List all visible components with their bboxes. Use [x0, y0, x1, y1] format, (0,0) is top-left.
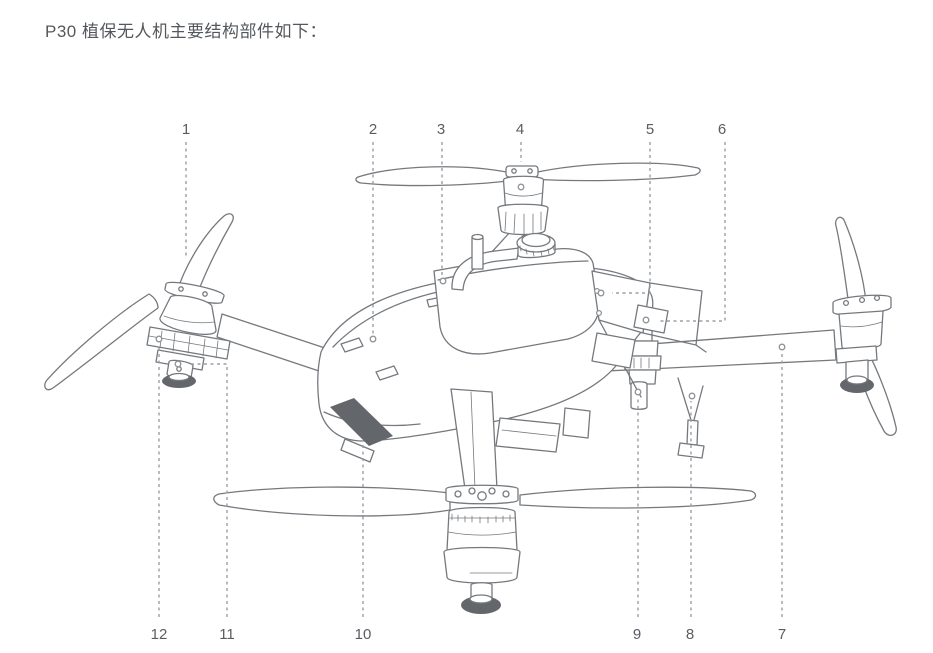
callout-number-8: 8 [686, 626, 694, 643]
leader-dot-8 [688, 392, 696, 400]
callout-number-11: 11 [219, 626, 235, 643]
callout-number-2: 2 [369, 121, 377, 138]
pump-modules [495, 407, 591, 453]
leader-line-11 [190, 363, 228, 617]
callout-number-7: 7 [778, 626, 786, 643]
callout-number-1: 1 [182, 121, 190, 138]
callout-number-9: 9 [633, 626, 641, 643]
front-arm-rotor [213, 388, 757, 614]
radar-module [330, 398, 393, 463]
antenna [471, 235, 484, 270]
callout-number-5: 5 [646, 121, 654, 138]
callout-number-3: 3 [437, 121, 445, 138]
callout-number-4: 4 [516, 121, 524, 138]
leader-dot-4 [517, 183, 525, 191]
leader-dot-7 [778, 343, 786, 351]
leader-line-6 [658, 142, 726, 322]
callout-number-10: 10 [355, 626, 372, 643]
leader-dot-9 [634, 388, 642, 396]
leader-dot-3 [439, 277, 447, 285]
right-arm-rotor [584, 216, 897, 437]
leader-dot-6 [642, 316, 650, 324]
leader-dot-2 [369, 335, 377, 343]
leader-dot-11 [174, 360, 182, 368]
landing-gear [677, 377, 705, 459]
leader-line-5 [612, 142, 651, 294]
page-title: P30 植保无人机主要结构部件如下： [45, 22, 327, 41]
rear-rack [591, 270, 707, 398]
liquid-tank [433, 232, 600, 355]
callout-number-6: 6 [718, 121, 726, 138]
leader-dot-5 [597, 289, 605, 297]
leader-dot-12 [155, 335, 163, 343]
callout-number-12: 12 [151, 626, 168, 643]
left-arm-rotor [44, 213, 335, 391]
